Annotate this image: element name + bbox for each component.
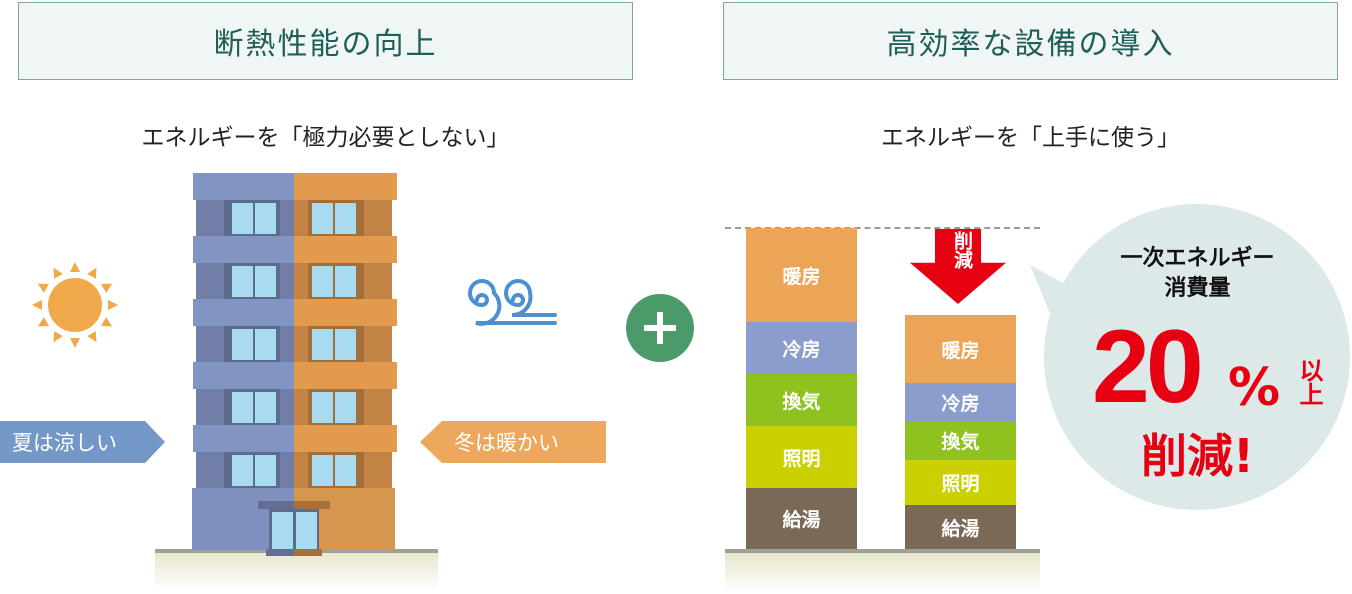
- apartment-building-illustration: [155, 173, 438, 592]
- ground-line: [725, 549, 1040, 553]
- sun-icon: [32, 262, 118, 348]
- summer-cool-label: 夏は涼しい: [0, 421, 165, 463]
- segment-heating: 暖房: [746, 228, 857, 322]
- bubble-suffix: 以上: [1295, 358, 1323, 406]
- segment-cooling: 冷房: [905, 383, 1016, 421]
- bubble-percent-unit: %: [1228, 358, 1281, 418]
- reduction-arrow-label: 削減: [951, 231, 973, 269]
- equipment-subtitle: エネルギーを「上手に使う」: [881, 125, 1180, 151]
- winter-warm-label: 冬は暖かい: [420, 421, 606, 463]
- speech-bubble: [1030, 204, 1350, 510]
- segment-ventilation: 換気: [905, 421, 1016, 460]
- segment-cooling: 冷房: [746, 322, 857, 374]
- bubble-line1: 一次エネルギー: [1120, 246, 1275, 271]
- baseline-dashed: [725, 227, 1040, 229]
- segment-lighting: 照明: [905, 460, 1016, 505]
- segment-hot-water: 給湯: [905, 505, 1016, 549]
- wind-icon: [468, 279, 557, 326]
- bubble-percent-value: 20: [1092, 309, 1204, 425]
- insulation-header: 断熱性能の向上: [18, 2, 633, 80]
- insulation-subtitle: エネルギーを「極力必要としない」: [141, 125, 510, 151]
- bubble-action: 削減!: [1141, 429, 1254, 483]
- bubble-line2: 消費量: [1164, 276, 1231, 301]
- plus-icon: [626, 294, 694, 362]
- segment-hot-water: 給湯: [746, 488, 857, 549]
- ground: [725, 553, 1040, 593]
- segment-ventilation: 換気: [746, 374, 857, 426]
- segment-heating: 暖房: [905, 315, 1016, 383]
- segment-lighting: 照明: [746, 426, 857, 488]
- equipment-header: 高効率な設備の導入: [723, 2, 1338, 80]
